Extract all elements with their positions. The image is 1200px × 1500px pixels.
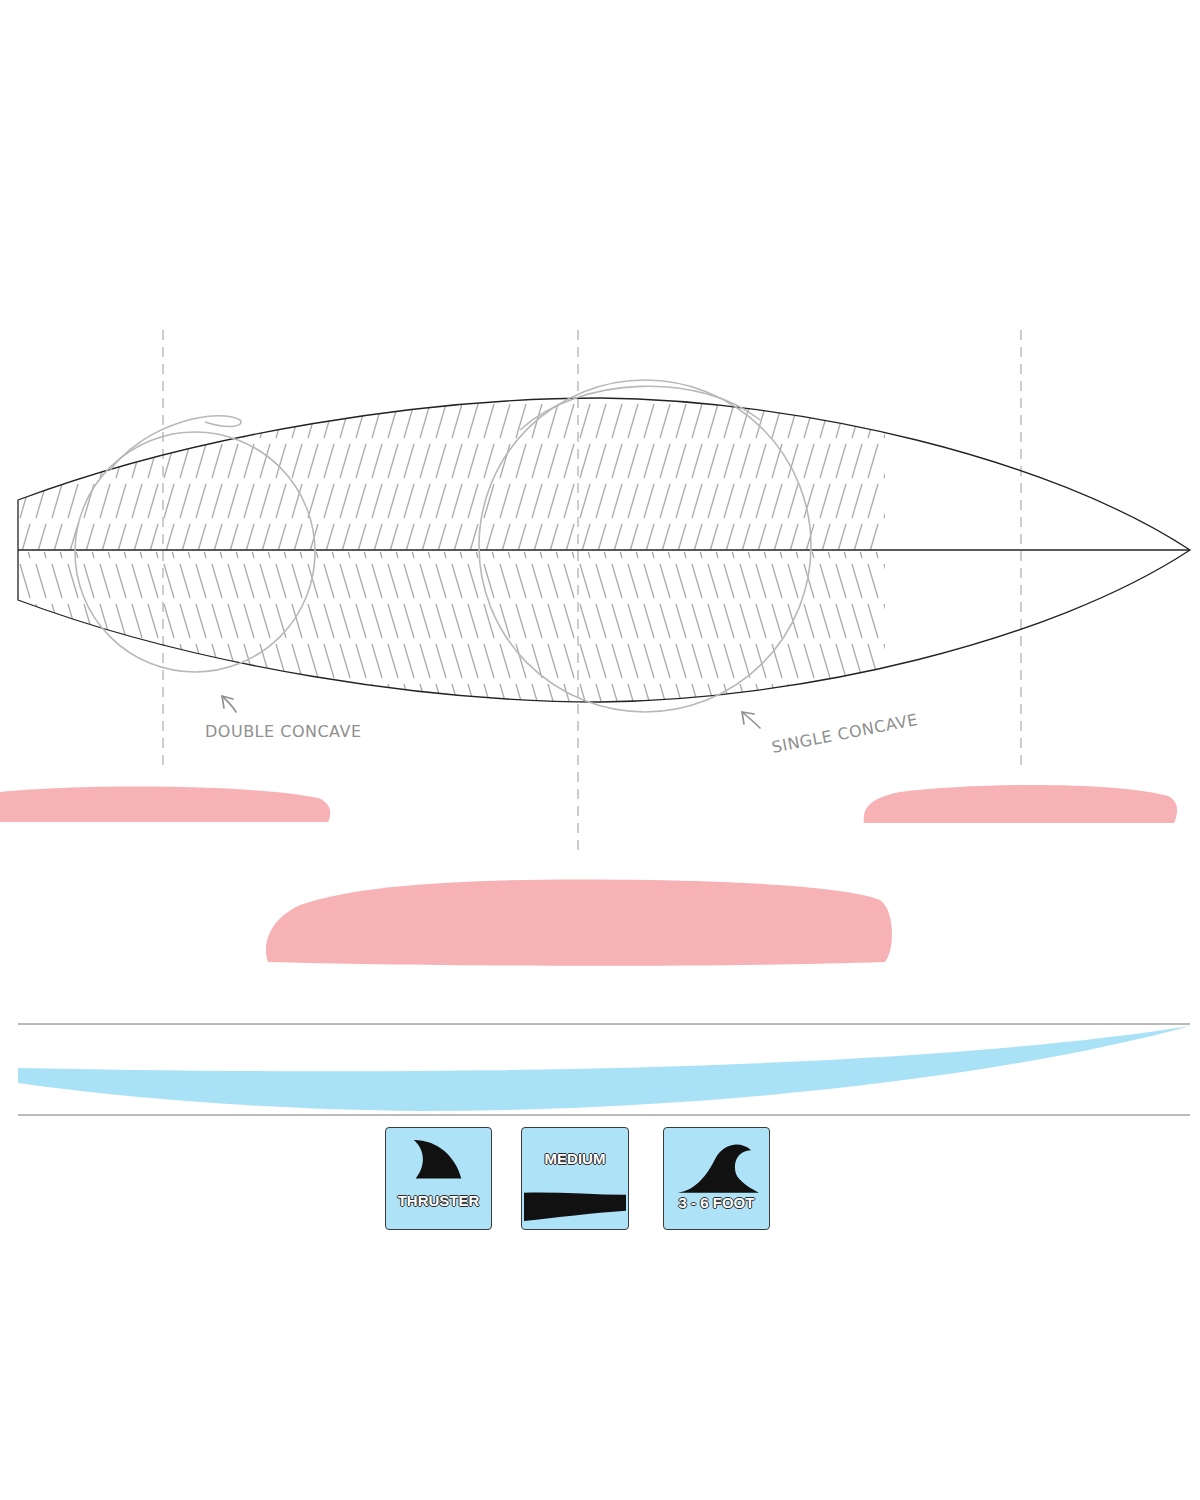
icon-label: MEDIUM: [522, 1150, 628, 1167]
icon-badge: 3 - 6 FOOT: [663, 1127, 770, 1230]
icon-label: THRUSTER: [386, 1192, 491, 1209]
concave-circle: [75, 380, 811, 712]
callout-label: SINGLE CONCAVE: [770, 710, 919, 757]
icon-symbol: [386, 1128, 491, 1229]
reference-line: [18, 1024, 1190, 1025]
stringer: [18, 549, 1190, 550]
icon-symbol: [522, 1128, 628, 1229]
rocker-profile: [18, 1026, 1190, 1111]
icon-badge: THRUSTER: [385, 1127, 492, 1230]
icon-shape: [414, 1140, 462, 1178]
icon-label: 3 - 6 FOOT: [664, 1194, 769, 1211]
icon-symbol: [664, 1128, 769, 1229]
hatching: [18, 380, 888, 723]
board-outline: [18, 398, 1190, 702]
icon-shape: [524, 1192, 626, 1220]
icon-shape: [678, 1145, 759, 1193]
rail-section: [0, 785, 1177, 966]
reference-line: [18, 1115, 1190, 1116]
icon-badge: MEDIUM: [521, 1127, 629, 1230]
callout-label: DOUBLE CONCAVE: [205, 722, 362, 741]
